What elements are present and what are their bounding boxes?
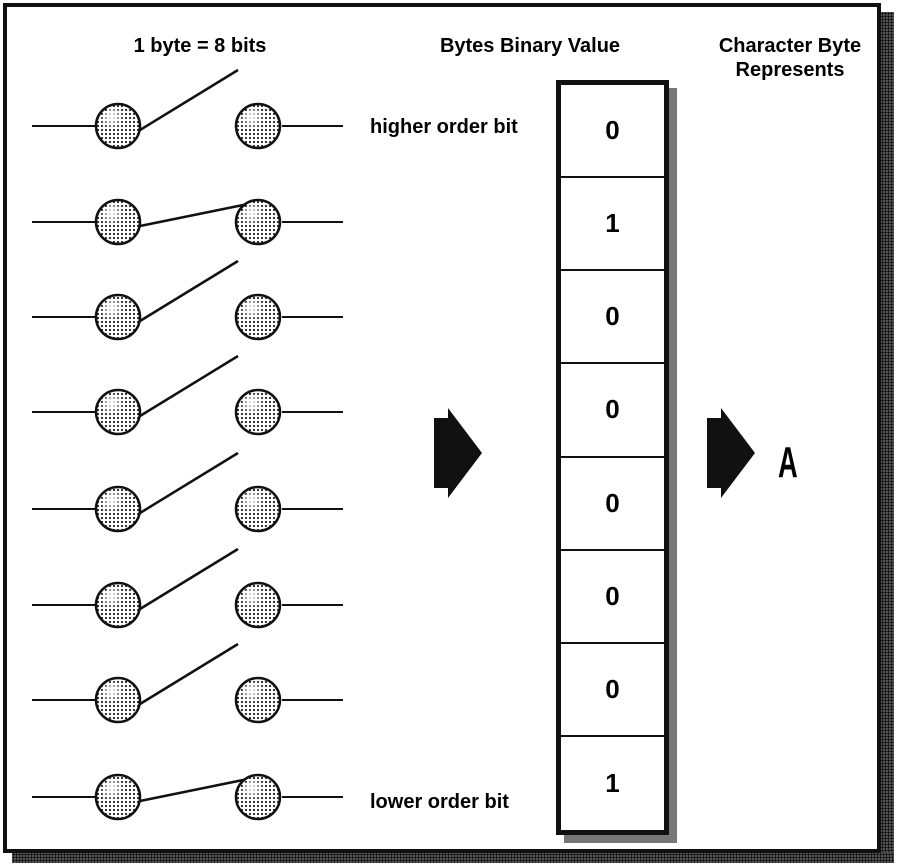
binary-value-heading: Bytes Binary Value xyxy=(439,35,621,57)
switch-1-icon xyxy=(32,68,343,150)
bit-cell-8: 1 xyxy=(605,767,620,798)
bit-cell-2: 1 xyxy=(561,178,664,272)
switch-6-icon xyxy=(32,547,343,629)
character-heading-line1: Character Byte xyxy=(718,35,862,57)
higher-order-bit-label: higher order bit xyxy=(370,116,518,138)
byte-bits-heading: 1 byte = 8 bits xyxy=(133,35,267,57)
frame-shadow-bottom xyxy=(12,853,894,863)
bit-cell-6: 0 xyxy=(561,551,664,644)
represented-character: A xyxy=(778,438,798,487)
frame-shadow-right xyxy=(881,12,894,863)
switch-4-icon xyxy=(32,354,343,436)
bit-cell-4: 0 xyxy=(561,364,664,458)
register-shadow-bottom xyxy=(564,835,677,843)
binary-to-character-arrow-icon xyxy=(707,408,755,498)
lower-order-bit-label: lower order bit xyxy=(370,791,509,813)
switches-to-binary-arrow-icon xyxy=(434,408,482,498)
bit-cell-1: 0 xyxy=(561,85,664,179)
bit-cell-3: 0 xyxy=(561,271,664,365)
switch-8-icon xyxy=(32,773,343,821)
switch-5-icon xyxy=(32,451,343,533)
register-shadow xyxy=(669,88,677,843)
switch-2-icon xyxy=(32,198,343,246)
bit-cell-5: 0 xyxy=(561,458,664,551)
switch-7-icon xyxy=(32,642,343,724)
bit-cell-7: 0 xyxy=(561,644,664,737)
character-heading: Character Byte Represents xyxy=(700,34,880,82)
character-heading-line2: Represents xyxy=(735,59,845,81)
switch-3-icon xyxy=(32,259,343,341)
